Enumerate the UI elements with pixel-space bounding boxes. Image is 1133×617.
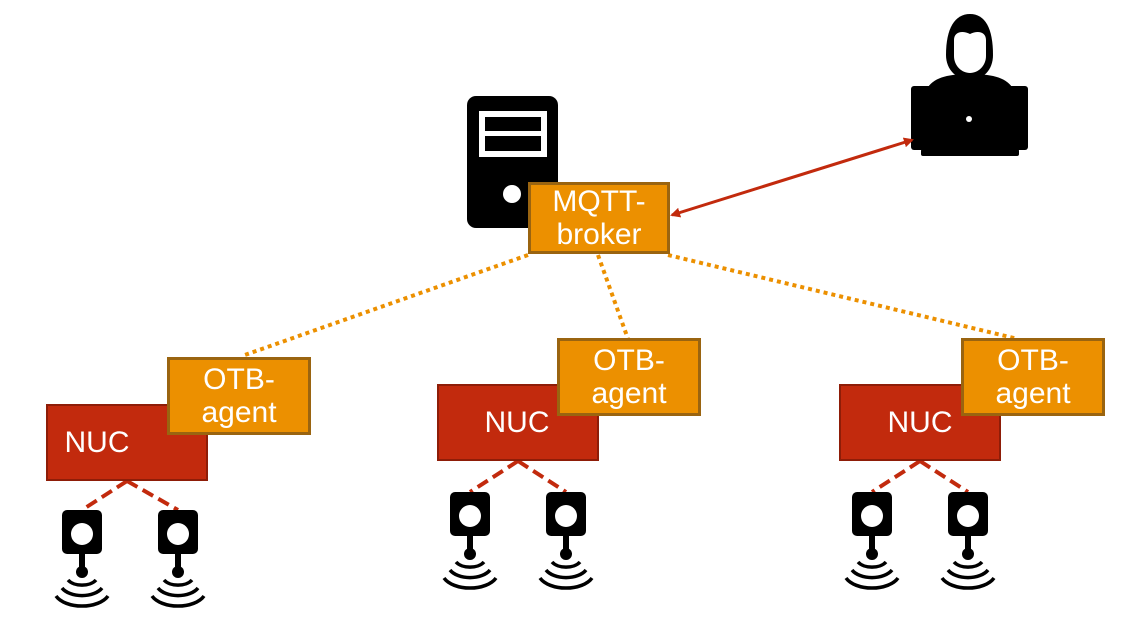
otb-agent-label: OTB- agent [995,344,1071,410]
wireless-sensor-icon [844,492,900,590]
mqtt-links [241,253,1019,358]
otb-agent-box-2: OTB- agent [557,338,701,416]
mqtt-link-1 [241,253,529,358]
otb-agent-label: OTB- agent [201,363,277,429]
mqtt-link-2 [596,254,630,340]
otb-agent-label: OTB- agent [591,344,667,410]
sensors [54,492,996,608]
mqtt-broker-box: MQTT- broker [528,182,670,254]
nuc-label: NUC [484,406,550,439]
otb-agent-box-3: OTB- agent [961,338,1105,416]
user-laptop-icon [911,14,1028,156]
wireless-sensor-icon [54,510,110,608]
mqtt-broker-label: MQTT- broker [552,185,646,251]
nuc-label: NUC [887,406,953,439]
wireless-sensor-icon [940,492,996,590]
mqtt-link-3 [667,253,1019,341]
otb-agent-box-1: OTB- agent [167,357,311,435]
wireless-sensor-icon [150,510,206,608]
sensor-links [80,459,970,512]
nuc-label: NUC [64,426,130,459]
user-broker-link [670,137,914,218]
wireless-sensor-icon [442,492,498,590]
wireless-sensor-icon [538,492,594,590]
